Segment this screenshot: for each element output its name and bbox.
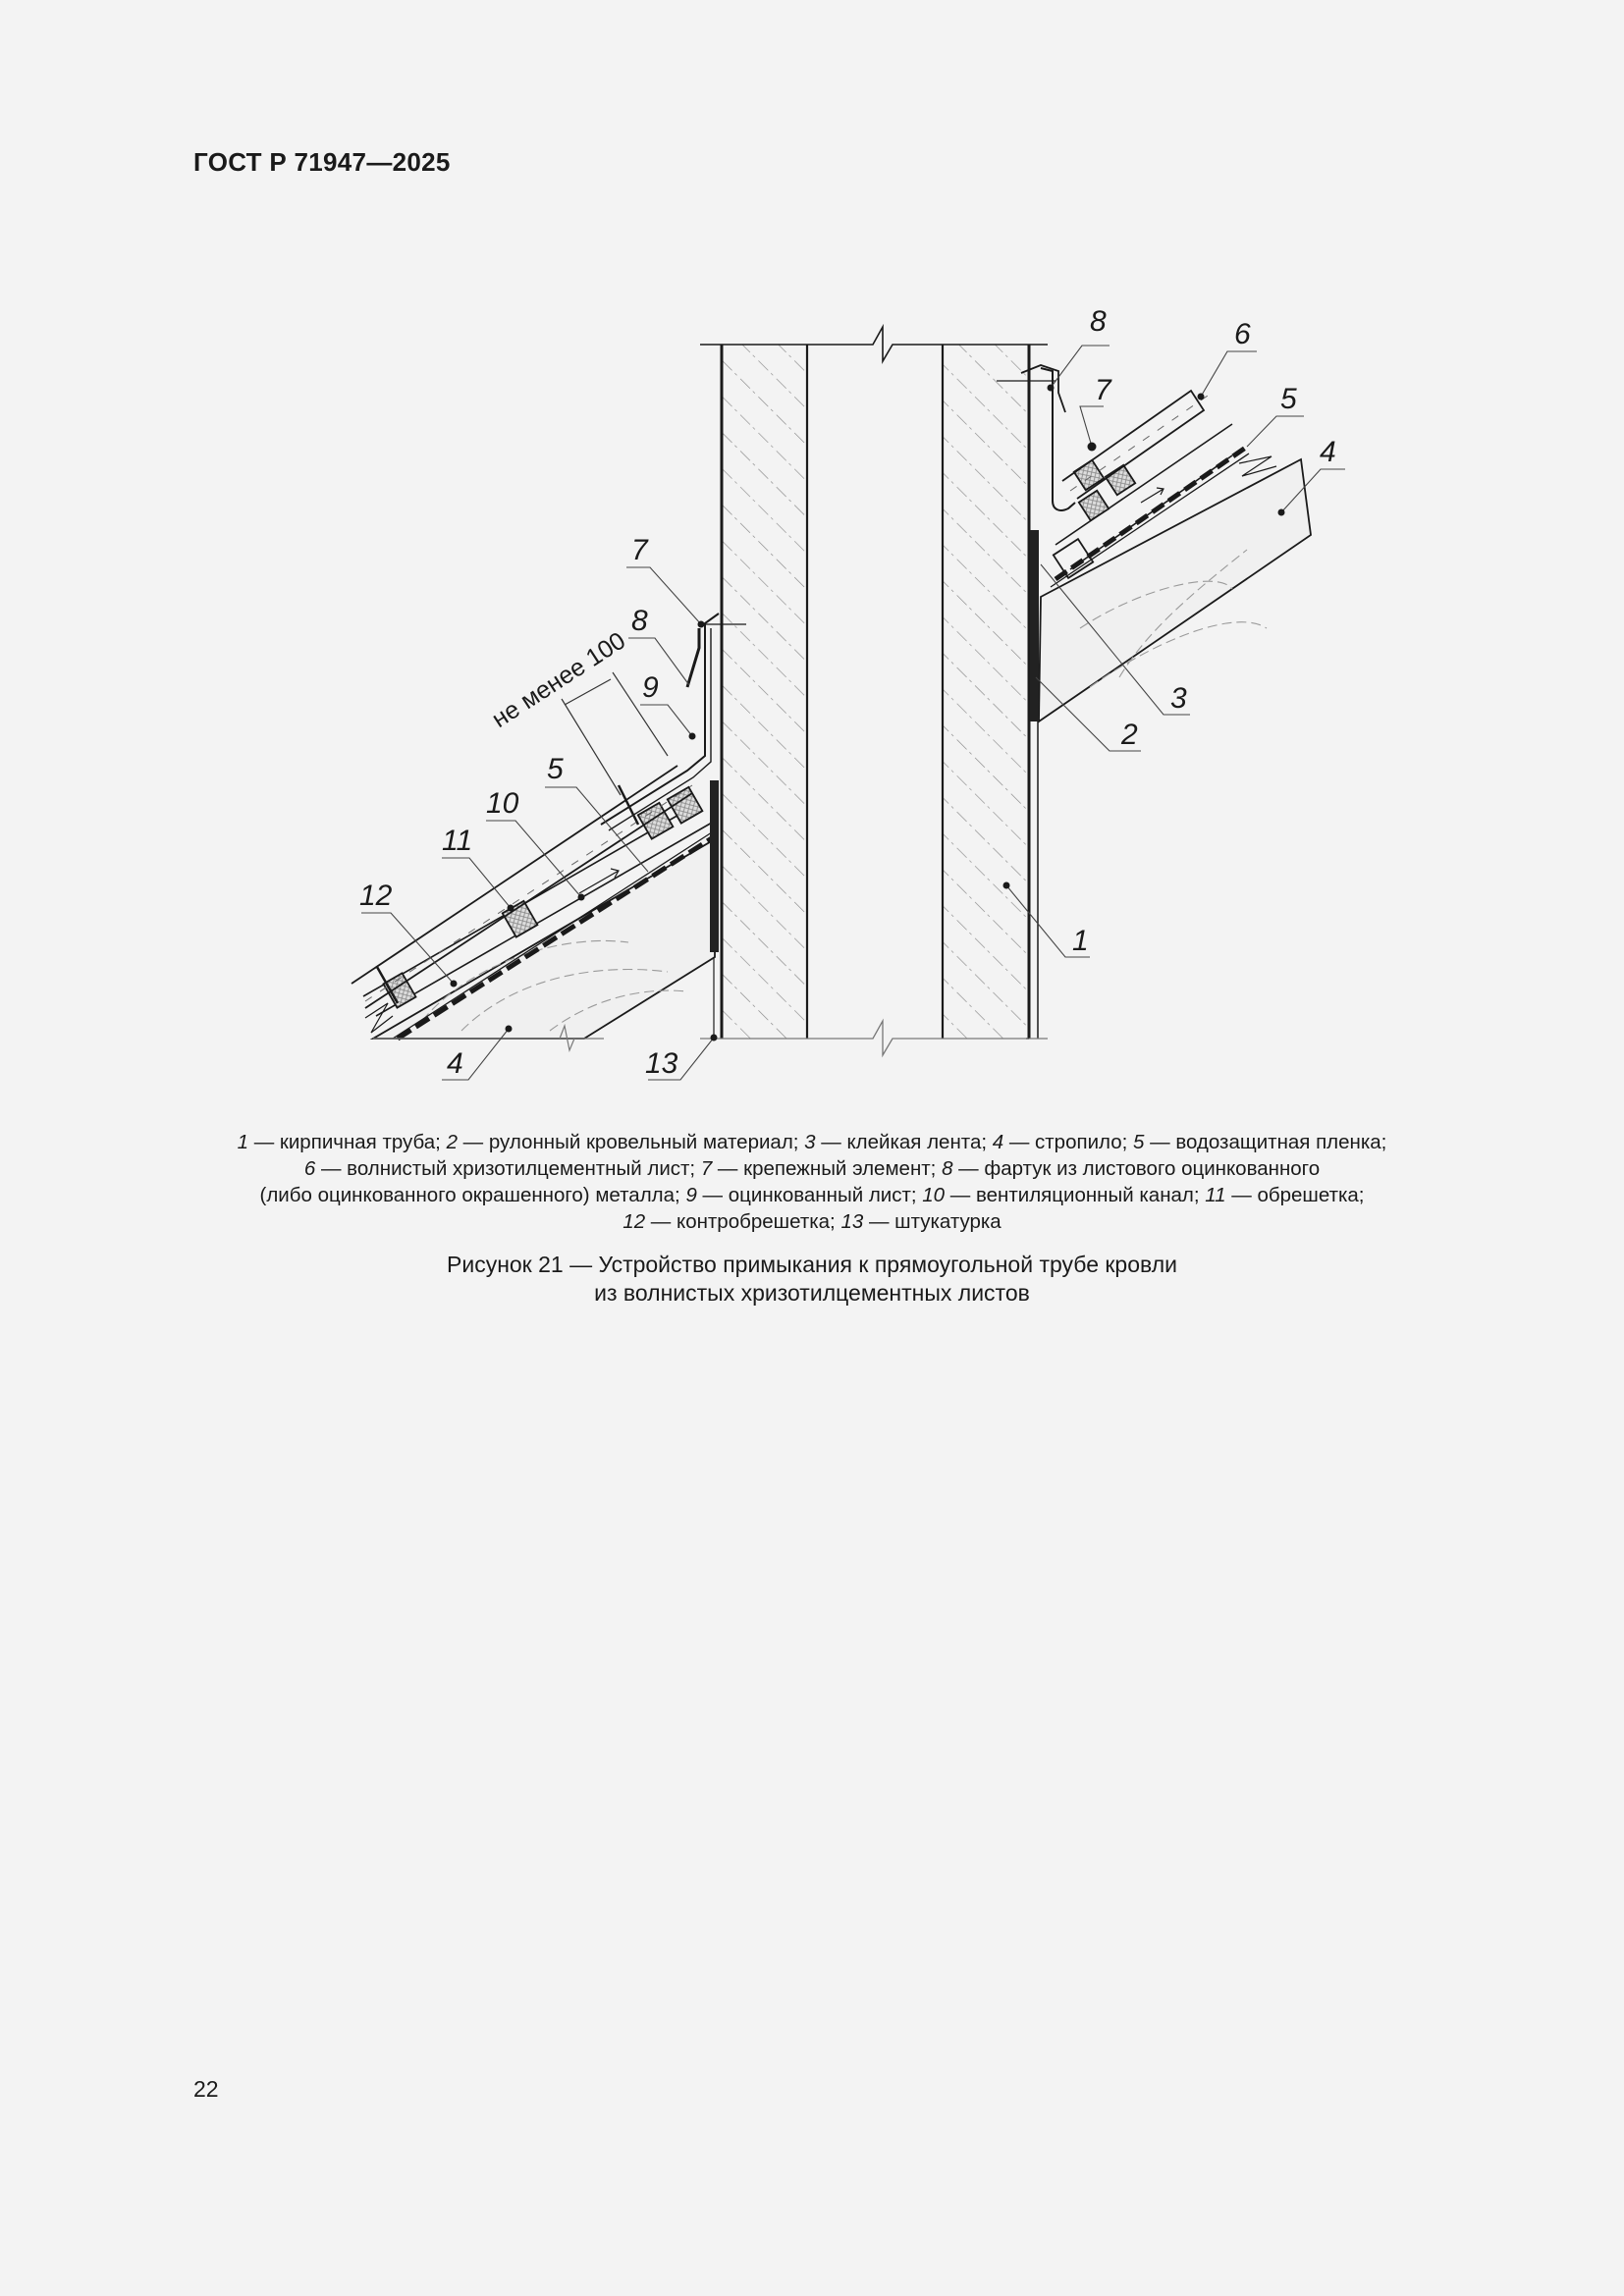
legend-line-3: (либо оцинкованного окрашенного) металла… — [177, 1182, 1447, 1208]
callout-leaders — [361, 345, 1345, 1081]
legend-text: — крепежный элемент; — [712, 1157, 943, 1180]
figure-legend: 1 — кирпичная труба; 2 — рулонный кровел… — [177, 1129, 1447, 1235]
left-roof-assembly — [351, 613, 746, 1053]
dimension-not-less-than-100 — [561, 671, 669, 796]
legend-num: 10 — [922, 1184, 946, 1206]
legend-text: — стропило; — [1003, 1131, 1134, 1153]
technical-drawing-figure-21: не менее 100 — [0, 0, 1624, 1099]
caption-line-2: из волнистых хризотилцементных листов — [594, 1280, 1030, 1306]
right-roof-assembly — [997, 364, 1312, 723]
callout-12: 12 — [359, 880, 393, 912]
legend-text: — штукатурка — [863, 1210, 1001, 1233]
callout-4-right: 4 — [1320, 436, 1336, 468]
legend-text: — оцинкованный лист; — [696, 1184, 923, 1206]
legend-num: 3 — [804, 1131, 816, 1153]
legend-num: 9 — [685, 1184, 697, 1206]
legend-text: — кирпичная труба; — [248, 1131, 447, 1153]
legend-text: — обрешетка; — [1225, 1184, 1365, 1206]
callout-8-right: 8 — [1090, 305, 1107, 338]
figure-caption: Рисунок 21 — Устройство примыкания к пря… — [177, 1251, 1447, 1308]
legend-num: 4 — [992, 1131, 1004, 1153]
legend-line-4: 12 — контробрешетка; 13 — штукатурка — [177, 1208, 1447, 1235]
callout-10: 10 — [486, 787, 519, 820]
legend-text: — фартук из листового оцинкованного — [952, 1157, 1321, 1180]
legend-num: 2 — [446, 1131, 458, 1153]
legend-num: 6 — [303, 1157, 316, 1180]
page-number: 22 — [193, 2076, 219, 2102]
callout-11: 11 — [442, 825, 472, 857]
callout-13: 13 — [645, 1047, 678, 1080]
legend-text: (либо оцинкованного окрашенного) металла… — [259, 1184, 686, 1206]
legend-line-2: 6 — волнистый хризотилцементный лист; 7 … — [177, 1155, 1447, 1182]
legend-num: 5 — [1133, 1131, 1145, 1153]
legend-text: — вентиляционный канал; — [945, 1184, 1206, 1206]
callout-5-left: 5 — [547, 753, 564, 785]
callout-2: 2 — [1120, 719, 1138, 751]
legend-num: 8 — [942, 1157, 953, 1180]
legend-num: 11 — [1205, 1184, 1226, 1206]
legend-line-1: 1 — кирпичная труба; 2 — рулонный кровел… — [177, 1129, 1447, 1155]
legend-num: 7 — [700, 1157, 713, 1180]
callout-4-left: 4 — [447, 1047, 463, 1080]
callout-8-left: 8 — [631, 605, 648, 637]
brick-chimney — [700, 323, 1048, 1058]
caption-line-1: Рисунок 21 — Устройство примыкания к пря… — [447, 1252, 1177, 1277]
callout-1: 1 — [1072, 925, 1089, 957]
callout-7-left: 7 — [631, 534, 649, 566]
document-standard-code: ГОСТ Р 71947—2025 — [193, 147, 451, 177]
legend-text: — волнистый хризотилцементный лист; — [315, 1157, 701, 1180]
legend-text: — клейкая лента; — [815, 1131, 993, 1153]
callout-3: 3 — [1170, 682, 1187, 715]
legend-num: 13 — [840, 1210, 864, 1233]
callout-5-right: 5 — [1280, 383, 1297, 415]
callout-7-right: 7 — [1095, 374, 1112, 406]
callout-dots — [450, 384, 1285, 1041]
legend-num: 1 — [237, 1131, 248, 1153]
legend-text: — водозащитная пленка; — [1144, 1131, 1387, 1153]
legend-num: 12 — [623, 1210, 646, 1233]
legend-text: — рулонный кровельный материал; — [457, 1131, 805, 1153]
legend-text: — контробрешетка; — [645, 1210, 841, 1233]
callout-9: 9 — [642, 671, 659, 704]
callout-6: 6 — [1234, 318, 1251, 350]
